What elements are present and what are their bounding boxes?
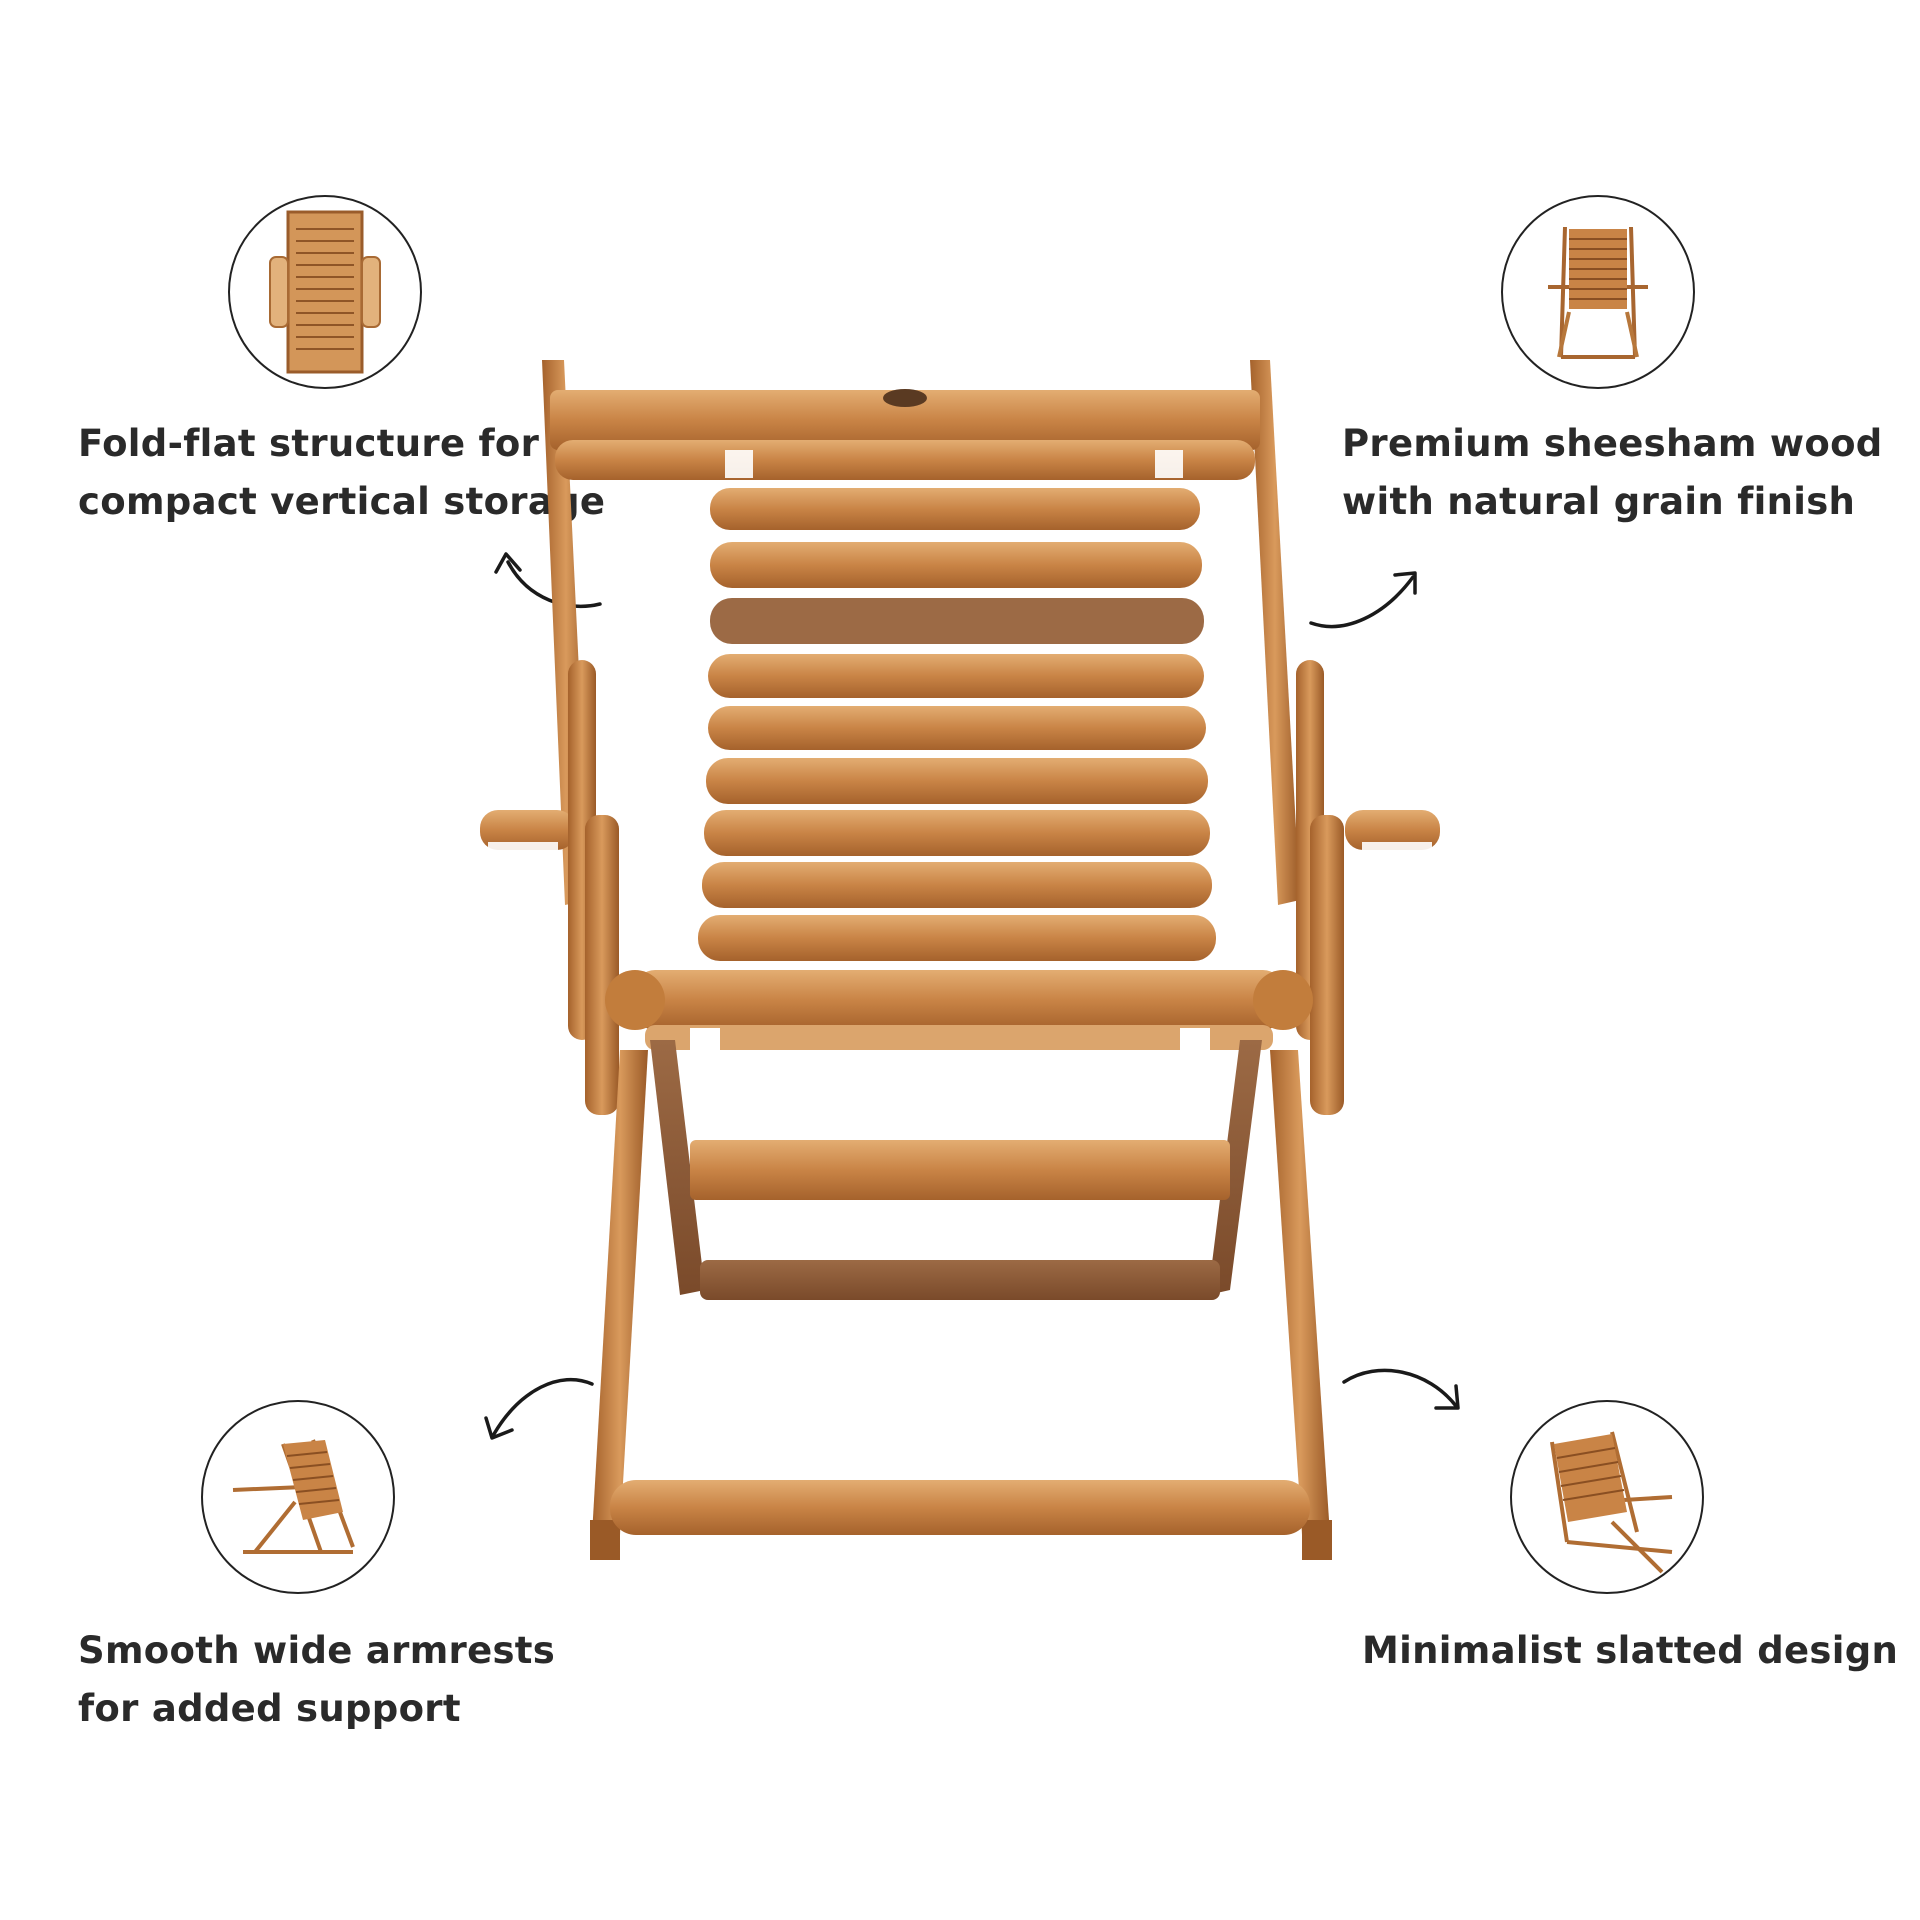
feature-sheesham-wood-line1: Premium sheesham wood bbox=[1342, 422, 1883, 465]
feature-fold-flat: Fold-flat structure for compact vertical… bbox=[78, 415, 605, 531]
front-chair-thumbnail bbox=[1501, 195, 1695, 389]
feature-sheesham-wood: Premium sheesham wood with natural grain… bbox=[1342, 415, 1883, 531]
feature-fold-flat-line2: compact vertical storage bbox=[78, 480, 606, 523]
folded-chair-thumbnail bbox=[228, 195, 422, 389]
feature-slatted-design: Minimalist slatted design bbox=[1362, 1622, 1898, 1680]
feature-armrests-line2: for added support bbox=[78, 1687, 461, 1730]
curved-arrow-icon bbox=[484, 1377, 594, 1440]
curved-arrow-icon bbox=[1309, 571, 1417, 629]
feature-slatted-design-line1: Minimalist slatted design bbox=[1362, 1629, 1899, 1672]
feature-armrests-line1: Smooth wide armrests bbox=[78, 1629, 556, 1672]
feature-sheesham-wood-line2: with natural grain finish bbox=[1342, 480, 1856, 523]
curved-arrow-icon bbox=[1342, 1368, 1460, 1410]
chair-product-image bbox=[480, 360, 1440, 1560]
feature-armrests: Smooth wide armrests for added support bbox=[78, 1622, 555, 1738]
curved-arrow-icon bbox=[494, 552, 602, 609]
feature-fold-flat-line1: Fold-flat structure for bbox=[78, 422, 540, 465]
angled-chair-thumbnail bbox=[1510, 1400, 1704, 1594]
side-chair-thumbnail bbox=[201, 1400, 395, 1594]
